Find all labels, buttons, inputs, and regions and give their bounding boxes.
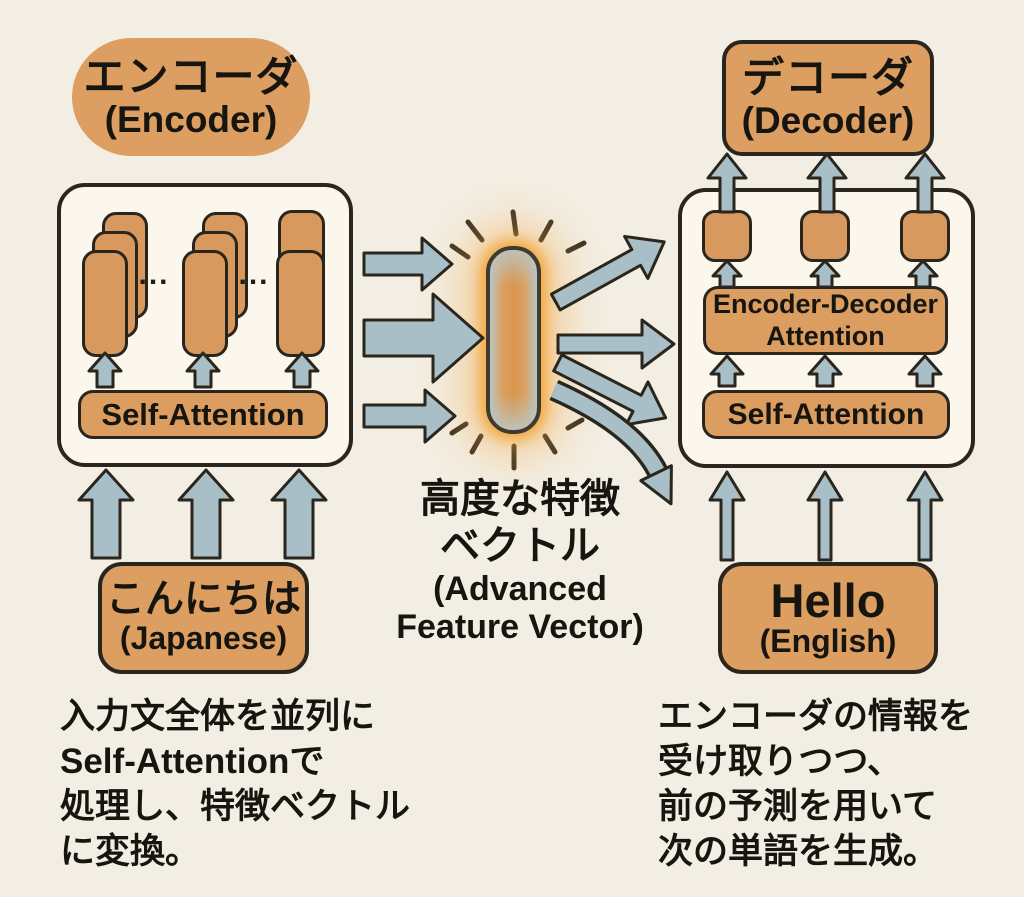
encoder-description: 入力文全体を並列に Self-Attentionで 処理し、特徴ベクトル に変換… xyxy=(60,694,410,874)
encoder-label-jp: エンコーダ xyxy=(83,52,299,100)
glow-rays-icon xyxy=(449,209,587,471)
english-tag: (English) xyxy=(759,622,897,659)
encoder-decoder-attention-bar: Encoder-Decoder Attention xyxy=(703,286,948,355)
enc-dec-attention-line2: Attention xyxy=(766,320,885,351)
decoder-self-attention-bar: Self-Attention xyxy=(702,390,950,439)
vector-to-decoder-arrows-icon xyxy=(549,234,676,506)
output-token-square xyxy=(702,210,752,262)
decoder-self-attention-label: Self-Attention xyxy=(727,397,925,431)
english-input-box: Hello (English) xyxy=(718,562,938,674)
token-card xyxy=(182,250,228,357)
arrow-up-icon xyxy=(185,351,221,389)
input-arrow-up-icon xyxy=(77,468,135,560)
caption-line: 次の単語を生成。 xyxy=(658,832,939,871)
input-arrow-up-icon xyxy=(270,468,328,560)
arrow-up-icon xyxy=(907,354,943,388)
caption-line: に変換。 xyxy=(60,832,201,871)
decoder-label-en: (Decoder) xyxy=(741,99,915,141)
token-card xyxy=(276,250,325,357)
caption-line: ベクトル xyxy=(440,524,600,568)
enc-dec-attention-line1: Encoder-Decoder xyxy=(712,289,939,320)
encoder-label-pill: エンコーダ (Encoder) xyxy=(72,38,310,156)
caption-line: 入力文全体を並列に xyxy=(60,697,376,736)
japanese-tag: (Japanese) xyxy=(119,619,288,656)
ellipsis-dots: ... xyxy=(238,258,270,291)
caption-line: 高度な特徴 xyxy=(420,477,620,521)
caption-line: エンコーダの情報を xyxy=(658,697,974,736)
caption-line: Feature Vector) xyxy=(396,608,644,646)
arrow-up-icon xyxy=(809,259,841,289)
decoder-input-arrow-icon xyxy=(806,470,844,562)
encoder-self-attention-label: Self-Attention xyxy=(101,396,305,432)
decoder-description: エンコーダの情報を 受け取りつつ、 前の予測を用いて 次の単語を生成。 xyxy=(658,694,973,874)
feature-vector-glyph xyxy=(486,246,541,434)
caption-line: (Advanced xyxy=(433,570,607,608)
arrow-up-icon xyxy=(87,351,123,389)
decoder-output-arrow-icon xyxy=(806,152,848,214)
decoder-output-arrow-icon xyxy=(904,152,946,214)
ellipsis-dots: ... xyxy=(138,258,170,291)
encoder-self-attention-bar: Self-Attention xyxy=(78,390,328,439)
arrow-up-icon xyxy=(907,259,939,289)
decoder-output-arrow-icon xyxy=(706,152,748,214)
caption-line: 受け取りつつ、 xyxy=(658,742,902,781)
decoder-label-jp: デコーダ xyxy=(741,53,914,101)
feature-vector-caption: 高度な特徴 ベクトル (Advanced Feature Vector) xyxy=(360,476,680,646)
caption-line: Self-Attentionで xyxy=(60,742,325,781)
arrow-up-icon xyxy=(284,351,320,389)
caption-line: 処理し、特徴ベクトル xyxy=(60,787,411,826)
encoder-label-en: (Encoder) xyxy=(104,98,278,140)
decoder-input-arrow-icon xyxy=(906,470,944,562)
token-card xyxy=(82,250,128,357)
arrow-up-icon xyxy=(807,354,843,388)
decoder-input-arrow-icon xyxy=(708,470,746,562)
input-arrow-up-icon xyxy=(177,468,235,560)
output-token-square xyxy=(900,210,950,262)
encoder-to-vector-arrows-icon xyxy=(362,236,485,444)
arrow-up-icon xyxy=(711,259,743,289)
caption-line: 前の予測を用いて xyxy=(658,787,937,826)
output-token-square xyxy=(800,210,850,262)
decoder-label-pill: デコーダ (Decoder) xyxy=(722,40,934,156)
japanese-input-box: こんにちは (Japanese) xyxy=(98,562,309,674)
english-word: Hello xyxy=(770,573,886,627)
japanese-word: こんにちは xyxy=(105,577,301,621)
arrow-up-icon xyxy=(709,354,745,388)
